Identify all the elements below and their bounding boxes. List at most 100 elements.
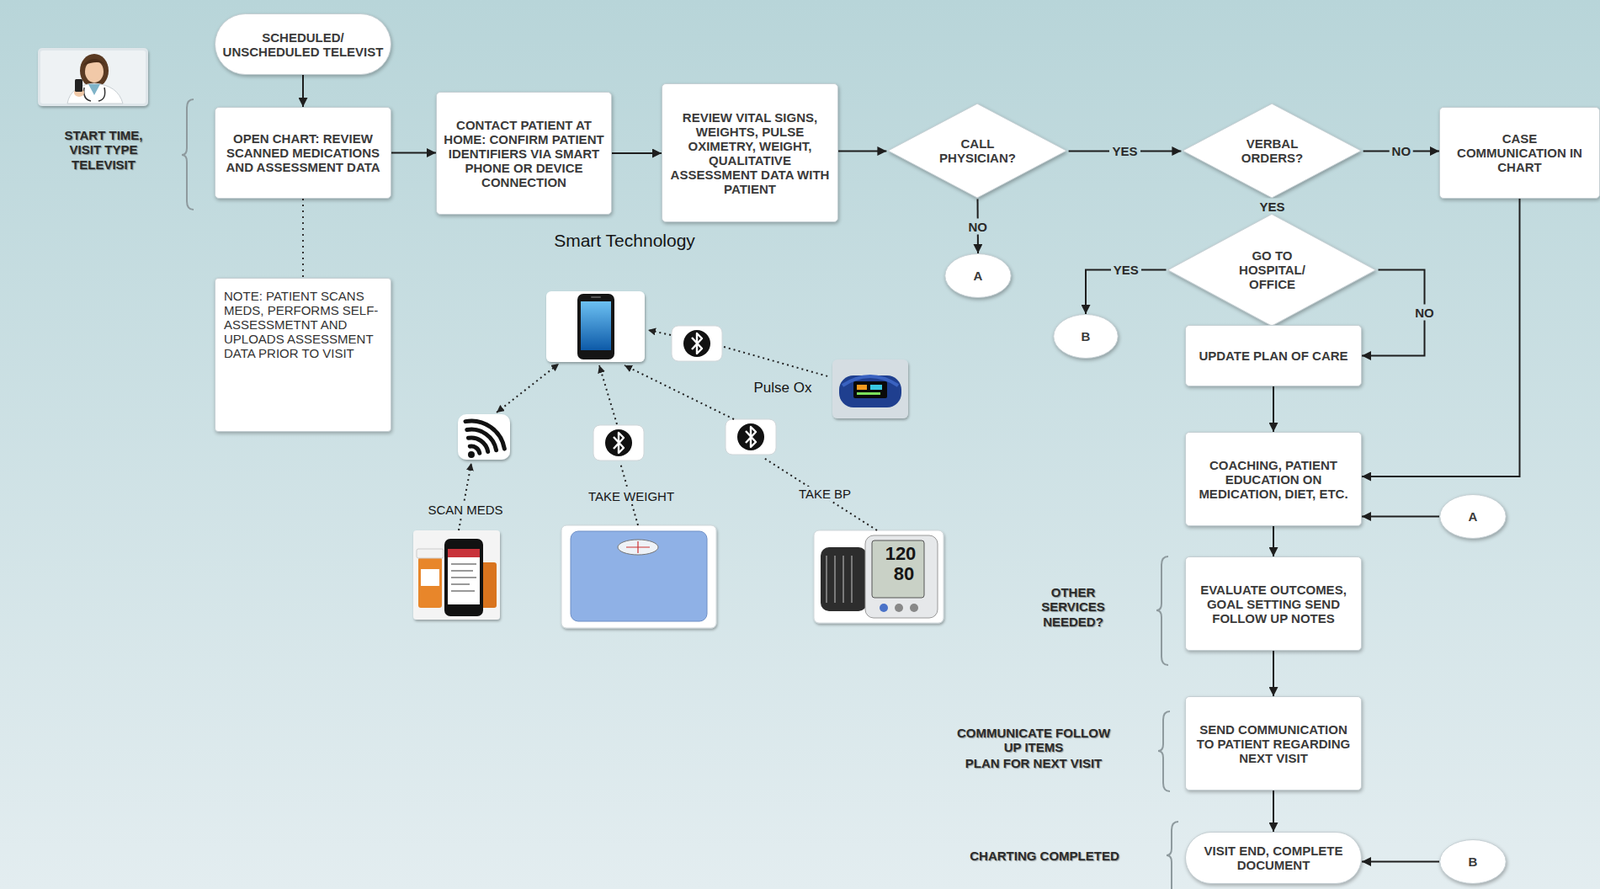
bluetooth-link-part (599, 365, 617, 425)
flow-arrow (1272, 790, 1275, 832)
flow-arrow (838, 150, 887, 153)
blood-pressure-monitor-part (894, 603, 904, 612)
medication-scan-photo-part (420, 568, 440, 586)
weight-scale-part (570, 531, 707, 622)
process-box: SEND COMMUNICATION TO PATIENT REGARDING … (1185, 696, 1362, 791)
wireless-scan-icon-part (467, 451, 475, 458)
nurse-photo-part (82, 58, 107, 66)
medication-scan-photo-part (418, 557, 442, 608)
wireless-scan-icon-part (457, 414, 511, 460)
node-text: CASE COMMUNICATION IN CHART (1445, 131, 1594, 175)
edge-label: YES (1256, 197, 1287, 214)
nurse-photo-part (74, 79, 83, 92)
flow-arrow (1361, 198, 1521, 477)
flow-arrow (302, 74, 304, 107)
shape-fill (1053, 314, 1118, 359)
shape-fill (1440, 839, 1506, 884)
node-text: EVALUATE OUTCOMES, GOAL SETTING SEND FOL… (1191, 582, 1356, 626)
end-terminal: VISIT END, COMPLETE DOCUMENT (1185, 831, 1362, 884)
blood-pressure-monitor (813, 530, 944, 623)
section-title: Smart Technology (553, 230, 696, 251)
medication-scan-photo-part (413, 530, 500, 620)
pulse-oximeter-part (839, 375, 902, 408)
node-text: B (1081, 329, 1091, 344)
edge-label: NO (1412, 304, 1437, 321)
annotation-label: PLAN FOR NEXT VISIT (965, 755, 1103, 771)
bracket-part (1156, 556, 1169, 665)
nurse-photo-part (88, 84, 101, 96)
process-box: COACHING, PATIENT EDUCATION ON MEDICATIO… (1185, 431, 1362, 527)
flow-arrow (611, 152, 662, 155)
edge-label: YES (1110, 261, 1142, 278)
blood-pressure-monitor-part-part (826, 555, 852, 603)
bluetooth-link (458, 329, 878, 531)
bluetooth-link-part (496, 363, 559, 413)
node-text: UPDATE PLAN OF CARE (1198, 348, 1348, 363)
annotation-label: OTHER SERVICES NEEDED? (1022, 584, 1124, 629)
nurse-photo-part (84, 87, 106, 101)
medication-scan-photo-part (447, 548, 480, 558)
weight-scale-part (626, 541, 650, 553)
bracket-part (181, 99, 194, 210)
bluetooth-link-part (624, 365, 734, 420)
smartphone-icon-part (546, 291, 645, 362)
nurse-photo-part (79, 53, 109, 88)
smartphone-icon (546, 291, 645, 362)
node-text: A (1468, 509, 1478, 524)
weight-scale-part (561, 525, 717, 628)
device-label: TAKE BP (796, 486, 854, 501)
node-text: COACHING, PATIENT EDUCATION ON MEDICATIO… (1191, 457, 1356, 501)
node-text: CALL PHYSICIAN? (927, 136, 1028, 165)
wireless-scan-icon-part-part (468, 437, 489, 452)
shape-fill (945, 254, 1011, 298)
medication-scan-photo-part (444, 538, 484, 617)
bluetooth-link-part (458, 462, 472, 531)
nurse-photo (37, 47, 149, 107)
process-box: CASE COMMUNICATION IN CHART (1439, 106, 1600, 199)
process-box: REVIEW VITAL SIGNS, WEIGHTS, PULSE OXIME… (661, 83, 839, 223)
blood-pressure-monitor-part (826, 555, 852, 603)
smartphone-icon-part (577, 293, 615, 360)
device-label: TAKE WEIGHT (585, 489, 677, 504)
weight-scale-part (617, 539, 659, 555)
pulse-oximeter (832, 359, 909, 419)
blood-pressure-monitor-part (813, 530, 944, 623)
bluetooth-link-part (762, 457, 878, 531)
decision-diamond: CALL PHYSICIAN? (886, 102, 1069, 199)
pulse-oximeter-part (856, 392, 881, 395)
edge-label: NO (1389, 143, 1414, 160)
display-reading: 80 (893, 563, 915, 585)
pulse-oximeter-part (870, 384, 883, 390)
connector-circle: A (1439, 494, 1507, 539)
edge-label: NO (965, 217, 990, 234)
bluetooth-icon-part (593, 425, 644, 461)
node-text: A (973, 268, 984, 283)
flow-arrow (1272, 526, 1275, 557)
process-box: OPEN CHART: REVIEW SCANNED MEDICATIONS A… (214, 106, 392, 199)
annotation-label: CHARTING COMPLETED (969, 848, 1120, 863)
flow-arrow (1272, 386, 1275, 432)
wireless-scan-icon-part-part (467, 429, 497, 451)
node-text: VERBAL ORDERS? (1222, 136, 1323, 165)
shape-fill (1440, 494, 1506, 539)
blood-pressure-monitor-part (879, 603, 888, 612)
medication-scan-photo-part-part (451, 563, 477, 591)
wireless-scan-icon (457, 414, 511, 460)
pulse-oximeter-part (853, 381, 888, 399)
pulse-oximeter-part (856, 384, 867, 390)
medication-scan-photo-part (451, 563, 477, 591)
device-label: Pulse Ox (751, 379, 815, 397)
annotation-label: COMMUNICATE FOLLOW UP ITEMS (951, 725, 1117, 755)
bracket-part (1158, 711, 1170, 792)
edge-label: YES (1109, 143, 1140, 160)
node-text: REVIEW VITAL SIGNS, WEIGHTS, PULSE OXIME… (668, 110, 832, 197)
blood-pressure-monitor-part (871, 540, 925, 598)
nurse-photo-part (37, 47, 149, 107)
node-text: GO TO HOSPITAL/ OFFICE (1222, 248, 1323, 292)
bluetooth-icon (593, 325, 777, 461)
bracket-part (1166, 821, 1179, 889)
dotted-connector (302, 198, 304, 278)
connector-circle: A (944, 253, 1012, 298)
